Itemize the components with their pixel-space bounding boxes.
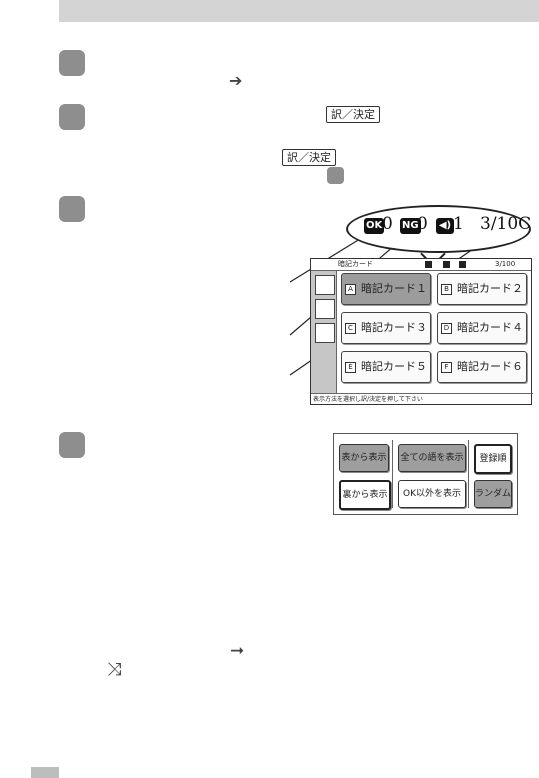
sidebar-icon-1[interactable] (315, 275, 335, 295)
ok-mini-icon (425, 261, 432, 268)
sound-mini-icon (459, 261, 466, 268)
inline-step-marker (327, 167, 344, 184)
screen-title-bar: 暗記カード 3/100 (311, 259, 531, 271)
page-tab-marker (31, 767, 59, 778)
random-option[interactable]: ランダム (474, 480, 512, 508)
step-1-marker (59, 50, 85, 76)
confirm-key-second: 訳／決定 (282, 149, 336, 166)
ok-count: 0 (382, 214, 393, 234)
show-back-option[interactable]: 裏から表示 (339, 480, 391, 510)
show-non-ok-option[interactable]: OK以外を表示 (398, 480, 466, 508)
step-4-marker (59, 432, 85, 458)
shuffle-icon: ⤨ (107, 659, 122, 680)
section-header-bar (59, 0, 539, 22)
card-progress: 3/10C (480, 214, 532, 234)
option-divider (468, 440, 469, 508)
order-option[interactable]: 登録順 (474, 444, 512, 474)
ng-count: 0 (417, 214, 428, 234)
step-2-marker (59, 104, 85, 130)
show-front-option[interactable]: 表から表示 (339, 444, 389, 472)
screen-footer: 表示方法を選択し訳/決定を押して下さい (311, 393, 533, 405)
arrow-right-icon: ➞ (230, 641, 245, 661)
ng-mini-icon (443, 261, 450, 268)
screen-counter: 3/100 (495, 260, 516, 268)
option-divider (392, 440, 393, 508)
ok-badge: OK (364, 218, 385, 234)
sidebar-icon-2[interactable] (315, 299, 335, 319)
sound-count: 1 (453, 214, 464, 234)
sidebar-icon-3[interactable] (315, 323, 335, 343)
screen-sidebar (311, 271, 337, 393)
step-3-marker (59, 196, 85, 222)
confirm-key: 訳／決定 (326, 106, 380, 123)
show-all-option[interactable]: 全ての語を表示 (398, 444, 466, 472)
screen-title: 暗記カード (338, 260, 373, 268)
ng-badge: NG (400, 218, 421, 234)
display-options-panel: 表から表示 全ての語を表示 登録順 裏から表示 OK以外を表示 ランダム (333, 433, 518, 515)
sound-icon: ◀) (436, 218, 454, 234)
right-arrow-icon: ➔ (229, 71, 243, 90)
